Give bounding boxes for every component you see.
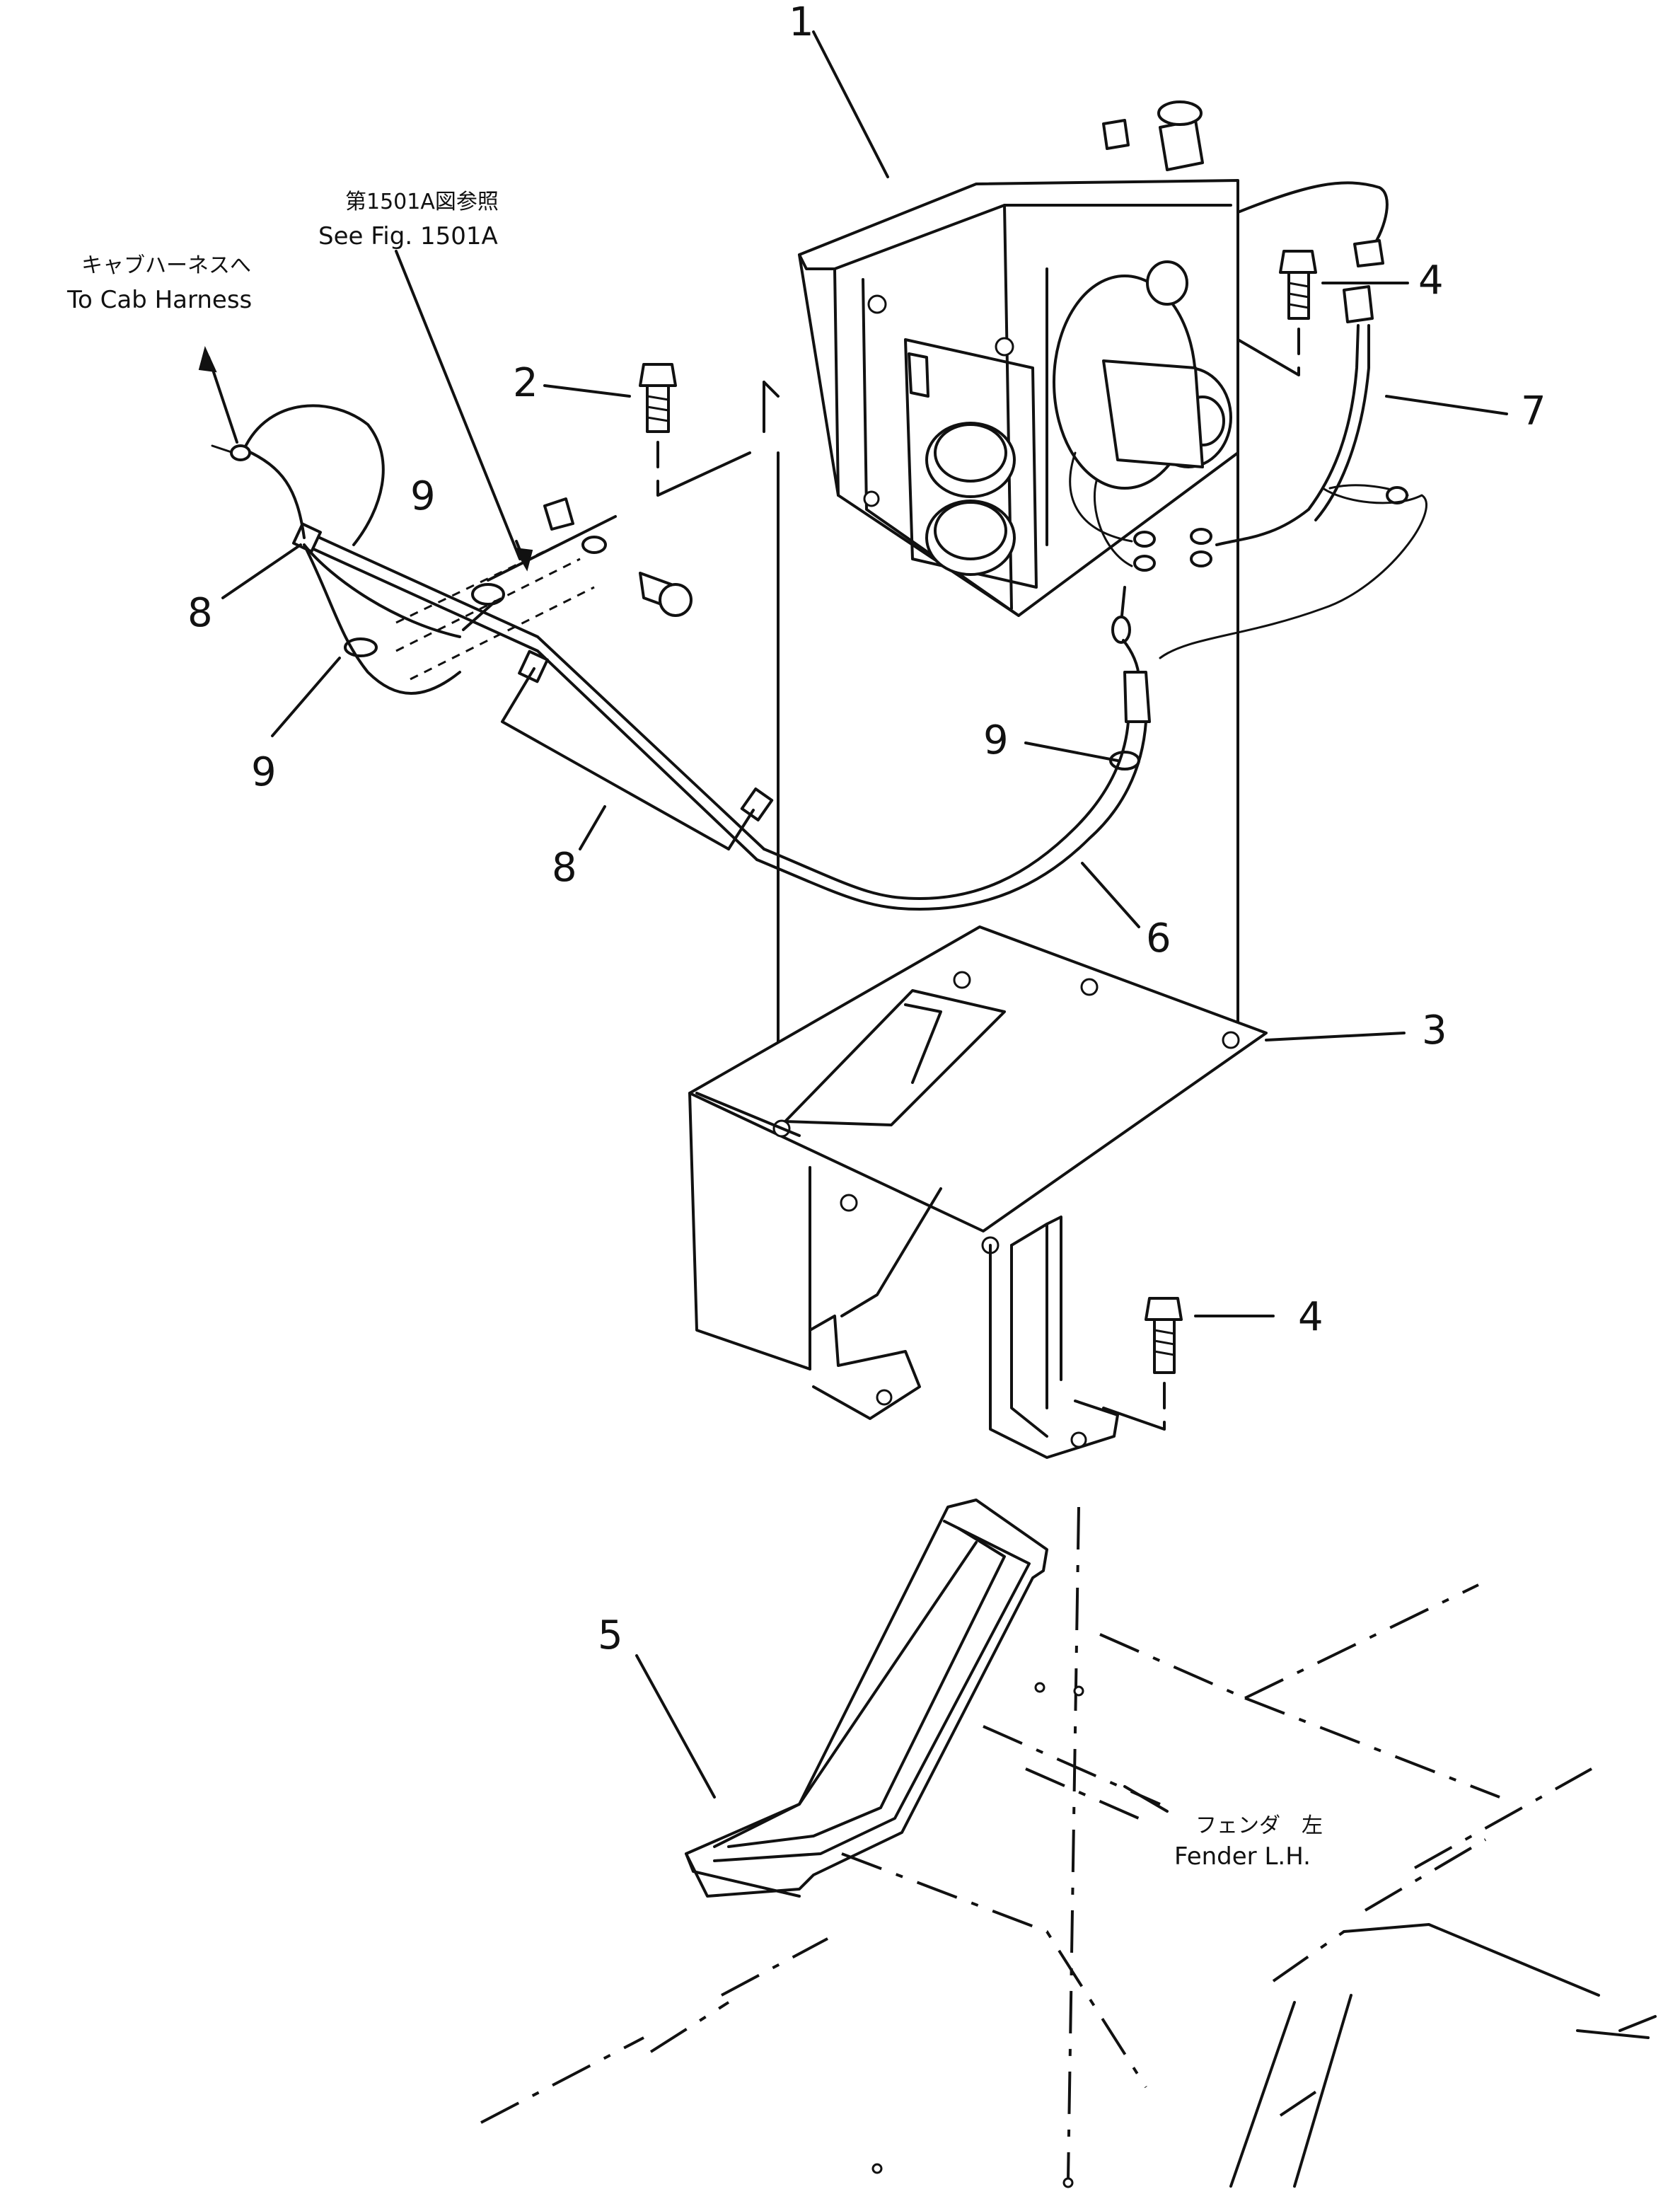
label-part-3: 3 (1422, 1008, 1447, 1054)
label-part-9-left: 9 (251, 749, 277, 795)
cab-harness-note-jp: キャブハーネスへ (81, 253, 251, 278)
cab-harness-note-en: To Cab Harness (66, 286, 252, 314)
annotations: 第1501A図参照 See Fig. 1501A キャブハーネスへ To Cab… (66, 190, 1323, 1871)
protector-tube-8 (291, 522, 774, 861)
label-part-9-top: 9 (410, 473, 436, 519)
cab-harness-cable (211, 404, 617, 695)
label-part-9-right: 9 (983, 717, 1009, 763)
label-part-8-left: 8 (187, 590, 213, 636)
heater-unit (798, 100, 1389, 617)
fender-note-en: Fender L.H. (1174, 1842, 1311, 1871)
bolt-4-upper (1236, 250, 1317, 376)
bolt-4-lower (1102, 1297, 1183, 1431)
rubber-mat-5 (685, 1499, 1048, 1898)
cover-plate-3 (688, 925, 1268, 1459)
alignment-lines (763, 381, 1239, 2180)
label-part-4-lower: 4 (1298, 1294, 1323, 1340)
wire-harness-7 (1069, 285, 1427, 659)
see-fig-note-jp: 第1501A図参照 (345, 190, 499, 214)
part-number-labels: 1 2 3 4 4 5 6 7 8 8 9 9 9 (187, 0, 1546, 1658)
label-part-4-upper: 4 (1418, 258, 1444, 304)
label-part-2: 2 (513, 360, 538, 406)
see-fig-note-en: See Fig. 1501A (318, 222, 498, 250)
label-part-7: 7 (1521, 388, 1546, 434)
leader-lines (198, 30, 1508, 1813)
label-part-6: 6 (1146, 916, 1171, 962)
label-part-5: 5 (598, 1612, 623, 1658)
label-part-1: 1 (789, 0, 814, 45)
fender-note-jp: フェンダ 左 (1195, 1813, 1323, 1838)
label-part-8-bottom: 8 (552, 845, 577, 891)
wire-harness-6 (755, 586, 1151, 911)
fender-outline (480, 1583, 1657, 2188)
bolt-2 (639, 363, 751, 617)
